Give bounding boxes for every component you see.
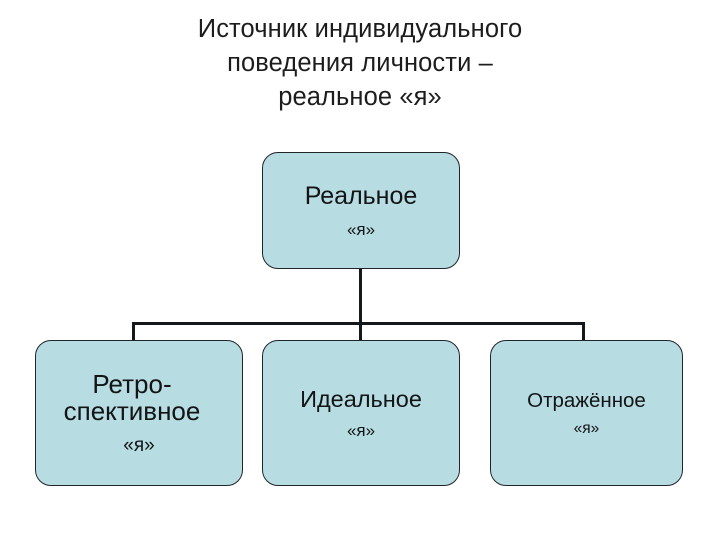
- node-reflected-self-sublabel: «я»: [573, 419, 600, 437]
- connector-drop-reflected: [582, 322, 585, 342]
- node-reflected-self-label: Отражённое: [527, 388, 646, 412]
- node-real-self-sublabel: «я»: [346, 220, 376, 240]
- node-retrospective-self[interactable]: Ретро- спективное «я»: [35, 340, 243, 486]
- connector-drop-retrospective: [132, 322, 135, 342]
- node-real-self-label: Реальное: [304, 181, 418, 210]
- node-reflected-self[interactable]: Отражённое «я»: [490, 340, 683, 486]
- node-ideal-self[interactable]: Идеальное «я»: [262, 340, 460, 486]
- node-ideal-self-sublabel: «я»: [346, 421, 376, 441]
- connector-drop-ideal: [359, 322, 362, 342]
- node-real-self[interactable]: Реальное «я»: [262, 152, 460, 269]
- node-ideal-self-label: Идеальное: [300, 385, 422, 412]
- page-title: Источник индивидуального поведения лично…: [197, 15, 523, 111]
- node-retrospective-self-label: Ретро- спективное: [63, 368, 201, 426]
- node-retrospective-self-sublabel: «я»: [123, 435, 155, 457]
- connector-horizontal-bar: [132, 322, 585, 325]
- connector-root-stem: [359, 268, 362, 325]
